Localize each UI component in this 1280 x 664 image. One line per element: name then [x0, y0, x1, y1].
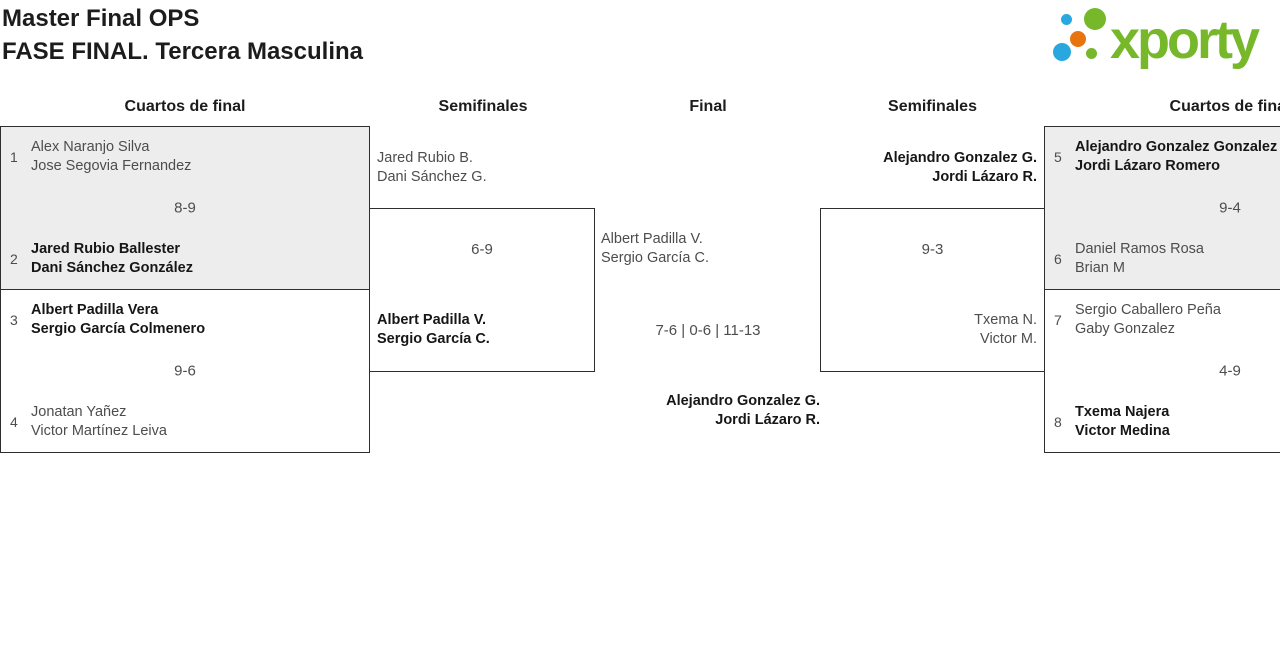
player-name: Jordi Lázaro Romero: [1075, 158, 1221, 174]
logo-dot-icon: [1053, 43, 1071, 61]
match-score: 9-4: [1219, 199, 1241, 217]
player-name: Jose Segovia Fernandez: [31, 158, 192, 174]
match-score: 4-9: [1219, 362, 1241, 380]
seed-number: 3: [10, 312, 18, 328]
player-name: Alejandro Gonzalez Gonzalez: [1075, 139, 1278, 155]
player-name: Jonatan Yañez: [31, 404, 127, 420]
team-row: 1 Alex Naranjo Silva Jose Segovia Fernan…: [1, 138, 369, 176]
team-pair: Jonatan Yañez Victor Martínez Leiva: [31, 403, 167, 441]
seed-number: 7: [1054, 312, 1062, 328]
page-title: Master Final OPS FASE FINAL. Tercera Mas…: [2, 2, 363, 68]
seed-number: 8: [1054, 414, 1062, 430]
match-score: 6-9: [471, 241, 493, 258]
match-box-sf-left: [369, 208, 595, 372]
team-pair: Alex Naranjo Silva Jose Segovia Fernande…: [31, 138, 191, 176]
seed-number: 2: [10, 251, 18, 267]
match-box-qf-left-top: 1 Alex Naranjo Silva Jose Segovia Fernan…: [0, 126, 370, 290]
match-box-qf-left-bottom: 3 Albert Padilla Vera Sergio García Colm…: [0, 289, 370, 453]
team-pair-winner: Txema Najera Victor Medina: [1075, 403, 1170, 441]
match-box-qf-right-bottom: 7 Sergio Caballero Peña Gaby Gonzalez 4-…: [1044, 289, 1280, 453]
player-name: Dani Sánchez González: [31, 260, 193, 276]
seed-number: 5: [1054, 149, 1062, 165]
player-name: Albert Padilla Vera: [31, 302, 159, 318]
player-name: Albert Padilla V.: [377, 312, 487, 328]
player-name: Sergio García C.: [601, 250, 709, 266]
player-name: Alex Naranjo Silva: [31, 139, 150, 155]
seed-number: 6: [1054, 251, 1062, 267]
team-row: 6 Daniel Ramos Rosa Brian M: [1045, 240, 1280, 278]
player-name: Albert Padilla V.: [601, 231, 703, 247]
team-row: 5 Alejandro Gonzalez Gonzalez Jordi Láza…: [1045, 138, 1280, 176]
logo-dot-icon: [1084, 8, 1106, 30]
player-name: Gaby Gonzalez: [1075, 321, 1175, 337]
team-pair-winner: Albert Padilla Vera Sergio García Colmen…: [31, 301, 205, 339]
logo-dot-icon: [1070, 31, 1086, 47]
player-name: Sergio García C.: [377, 331, 490, 347]
seed-number: 4: [10, 414, 18, 430]
team-row: 3 Albert Padilla Vera Sergio García Colm…: [1, 301, 369, 339]
player-name: Sergio García Colmenero: [31, 321, 206, 337]
player-name: Sergio Caballero Peña: [1075, 302, 1221, 318]
column-header-semifinals-left: Semifinales: [438, 98, 528, 115]
player-name: Jared Rubio B.: [377, 150, 473, 166]
team-pair-winner: Jared Rubio Ballester Dani Sánchez Gonzá…: [31, 240, 193, 278]
player-name: Jordi Lázaro R.: [715, 412, 820, 428]
team-row: 7 Sergio Caballero Peña Gaby Gonzalez: [1045, 301, 1280, 339]
player-name: Victor Martínez Leiva: [31, 423, 167, 439]
match-score: 9-6: [174, 362, 196, 380]
player-name: Victor M.: [980, 331, 1037, 347]
team-pair: Sergio Caballero Peña Gaby Gonzalez: [1075, 301, 1221, 339]
team-row: 4 Jonatan Yañez Victor Martínez Leiva: [1, 403, 369, 441]
player-name: Dani Sánchez G.: [377, 169, 487, 185]
seed-number: 1: [10, 149, 18, 165]
team-row: 2 Jared Rubio Ballester Dani Sánchez Gon…: [1, 240, 369, 278]
logo-dot-icon: [1086, 48, 1097, 59]
player-name: Txema N.: [974, 312, 1037, 328]
team-pair-winner: Alejandro Gonzalez G. Jordi Lázaro R.: [595, 392, 820, 430]
team-pair: Albert Padilla V. Sergio García C.: [601, 230, 709, 268]
player-name: Alejandro Gonzalez G.: [883, 150, 1037, 166]
tournament-name: Master Final OPS: [2, 5, 200, 32]
column-header-quarterfinals-left: Cuartos de final: [124, 98, 246, 115]
player-name: Victor Medina: [1075, 423, 1170, 439]
column-header-semifinals-right: Semifinales: [888, 98, 977, 115]
player-name: Alejandro Gonzalez G.: [666, 393, 820, 409]
player-name: Daniel Ramos Rosa: [1075, 241, 1204, 257]
team-pair: Jared Rubio B. Dani Sánchez G.: [377, 149, 487, 187]
match-box-qf-right-top: 5 Alejandro Gonzalez Gonzalez Jordi Láza…: [1044, 126, 1280, 290]
team-pair: Daniel Ramos Rosa Brian M: [1075, 240, 1204, 278]
player-name: Txema Najera: [1075, 404, 1170, 420]
player-name: Brian M: [1075, 260, 1125, 276]
team-pair-winner: Albert Padilla V. Sergio García C.: [377, 311, 490, 349]
column-header-final: Final: [689, 98, 727, 115]
match-score: 9-3: [921, 241, 944, 258]
team-pair: Txema N. Victor M.: [821, 311, 1037, 349]
match-score: 7-6 | 0-6 | 11-13: [655, 322, 761, 339]
column-header-quarterfinals-right: Cuartos de final: [1169, 98, 1280, 115]
phase-category-name: FASE FINAL. Tercera Masculina: [2, 38, 363, 65]
team-pair-winner: Alejandro Gonzalez G. Jordi Lázaro R.: [821, 149, 1037, 187]
xporty-logo[interactable]: xporty: [0, 0, 1280, 80]
match-score: 8-9: [174, 199, 196, 217]
team-pair-winner: Alejandro Gonzalez Gonzalez Jordi Lázaro…: [1075, 138, 1277, 176]
player-name: Jordi Lázaro R.: [932, 169, 1037, 185]
player-name: Jared Rubio Ballester: [31, 241, 181, 257]
team-row: 8 Txema Najera Victor Medina: [1045, 403, 1280, 441]
logo-dot-icon: [1061, 14, 1072, 25]
logo-wordmark: xporty: [1110, 10, 1260, 70]
